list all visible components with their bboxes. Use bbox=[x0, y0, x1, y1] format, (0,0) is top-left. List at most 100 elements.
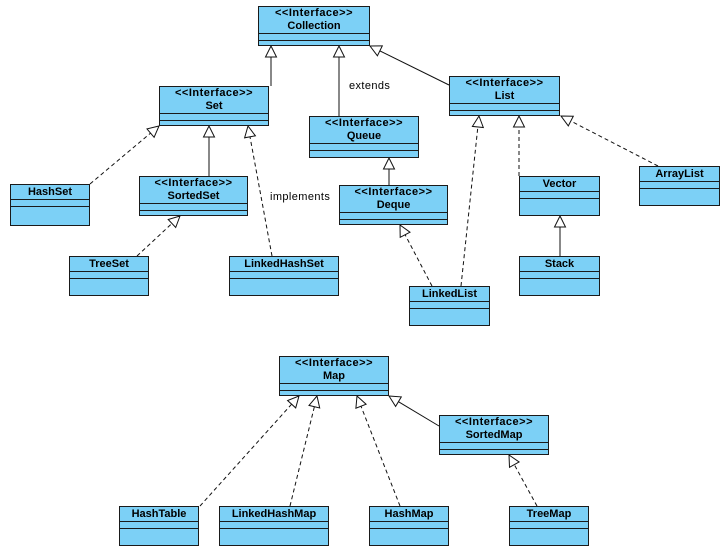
stack-name: Stack bbox=[544, 257, 575, 270]
arraylist-name: ArrayList bbox=[655, 167, 704, 180]
extends-label: extends bbox=[349, 80, 391, 92]
edge-linkedhashset-to-set bbox=[243, 124, 273, 257]
linkedhashset-header: LinkedHashSet bbox=[230, 257, 338, 272]
node-treeset[interactable]: TreeSet bbox=[69, 256, 149, 296]
edge-line bbox=[89, 132, 151, 185]
queue-attributes-compartment bbox=[310, 144, 418, 151]
node-queue[interactable]: <<Interface>>Queue bbox=[309, 116, 419, 158]
sortedmap-stereotype: <<Interface>> bbox=[454, 416, 534, 428]
node-vector[interactable]: Vector bbox=[519, 176, 600, 216]
implements-label: implements bbox=[270, 191, 331, 203]
edge-hashset-to-set bbox=[89, 125, 160, 185]
set-stereotype: <<Interface>> bbox=[174, 87, 254, 99]
deque-attributes-compartment bbox=[340, 213, 447, 220]
queue-stereotype: <<Interface>> bbox=[324, 117, 404, 129]
vector-attributes-compartment bbox=[520, 192, 599, 199]
deque-stereotype: <<Interface>> bbox=[354, 186, 433, 198]
edge-line bbox=[460, 126, 479, 287]
edge-line bbox=[398, 401, 440, 427]
edge-line bbox=[570, 120, 659, 167]
sortedset-name: SortedSet bbox=[167, 190, 220, 202]
stack-header: Stack bbox=[520, 257, 599, 272]
sortedset-header: <<Interface>>SortedSet bbox=[140, 177, 247, 204]
node-collection[interactable]: <<Interface>>Collection bbox=[258, 6, 370, 46]
edge-line bbox=[249, 136, 273, 257]
node-list[interactable]: <<Interface>>List bbox=[449, 76, 560, 116]
hashset-attributes-compartment bbox=[11, 200, 89, 207]
node-sortedmap[interactable]: <<Interface>>SortedMap bbox=[439, 415, 549, 455]
sortedmap-header: <<Interface>>SortedMap bbox=[440, 416, 548, 443]
arrowhead-icon bbox=[202, 124, 216, 138]
arrowhead-icon bbox=[332, 44, 346, 58]
edge-linkedlist-to-list bbox=[460, 114, 485, 287]
deque-header: <<Interface>>Deque bbox=[340, 186, 447, 213]
node-treemap[interactable]: TreeMap bbox=[509, 506, 589, 546]
stack-attributes-compartment bbox=[520, 272, 599, 279]
edge-line bbox=[360, 406, 401, 507]
edge-arraylist-to-list bbox=[559, 115, 659, 167]
linkedhashset-attributes-compartment bbox=[230, 272, 338, 279]
arraylist-attributes-compartment bbox=[640, 182, 719, 189]
edge-hashtable-to-map bbox=[199, 395, 300, 507]
linkedhashmap-header: LinkedHashMap bbox=[220, 507, 328, 522]
node-linkedlist[interactable]: LinkedList bbox=[409, 286, 490, 326]
edge-linkedhashmap-to-map bbox=[289, 394, 321, 507]
node-sortedset[interactable]: <<Interface>>SortedSet bbox=[139, 176, 248, 216]
collection-header: <<Interface>>Collection bbox=[259, 7, 369, 34]
hashset-name: HashSet bbox=[27, 185, 73, 198]
hashtable-name: HashTable bbox=[131, 507, 187, 520]
node-arraylist[interactable]: ArrayList bbox=[639, 166, 720, 206]
treeset-header: TreeSet bbox=[70, 257, 148, 272]
hashtable-attributes-compartment bbox=[120, 522, 198, 529]
arrowhead-icon bbox=[355, 394, 368, 409]
set-name: Set bbox=[205, 100, 223, 112]
deque-name: Deque bbox=[376, 199, 411, 211]
edge-stack-to-vector bbox=[553, 214, 567, 256]
edge-line bbox=[199, 403, 293, 507]
arrowhead-icon bbox=[243, 124, 257, 139]
arrowhead-icon bbox=[512, 114, 526, 128]
edge-line bbox=[513, 464, 538, 507]
collection-name: Collection bbox=[287, 20, 341, 32]
sortedset-stereotype: <<Interface>> bbox=[154, 177, 233, 189]
node-stack[interactable]: Stack bbox=[519, 256, 600, 296]
treemap-name: TreeMap bbox=[526, 507, 572, 520]
node-deque[interactable]: <<Interface>>Deque bbox=[339, 185, 448, 225]
edge-list-to-collection bbox=[369, 45, 450, 86]
node-map[interactable]: <<Interface>>Map bbox=[279, 356, 389, 396]
arrowhead-icon bbox=[264, 44, 278, 58]
edge-vector-to-list bbox=[512, 114, 526, 176]
node-hashmap[interactable]: HashMap bbox=[369, 506, 449, 546]
node-hashset[interactable]: HashSet bbox=[10, 184, 90, 226]
hashtable-header: HashTable bbox=[120, 507, 198, 522]
hashmap-header: HashMap bbox=[370, 507, 448, 522]
arrowhead-icon bbox=[369, 45, 384, 57]
sortedmap-name: SortedMap bbox=[465, 429, 523, 441]
arrowhead-icon bbox=[508, 454, 521, 469]
edge-line bbox=[136, 223, 173, 257]
vector-header: Vector bbox=[520, 177, 599, 192]
list-name: List bbox=[494, 90, 515, 102]
edge-sortedmap-to-map bbox=[388, 395, 440, 427]
node-hashtable[interactable]: HashTable bbox=[119, 506, 199, 546]
arrowhead-icon bbox=[146, 125, 160, 139]
arraylist-header: ArrayList bbox=[640, 167, 719, 182]
treemap-attributes-compartment bbox=[510, 522, 588, 529]
node-linkedhashset[interactable]: LinkedHashSet bbox=[229, 256, 339, 296]
linkedlist-name: LinkedList bbox=[421, 287, 477, 300]
arrowhead-icon bbox=[399, 224, 411, 239]
sortedset-attributes-compartment bbox=[140, 204, 247, 211]
collection-stereotype: <<Interface>> bbox=[274, 7, 354, 19]
node-set[interactable]: <<Interface>>Set bbox=[159, 86, 269, 126]
hashmap-attributes-compartment bbox=[370, 522, 448, 529]
map-attributes-compartment bbox=[280, 384, 388, 391]
map-stereotype: <<Interface>> bbox=[294, 357, 374, 369]
arrowhead-icon bbox=[471, 114, 485, 129]
node-linkedhashmap[interactable]: LinkedHashMap bbox=[219, 506, 329, 546]
edge-queue-to-collection bbox=[332, 44, 346, 116]
edge-line bbox=[379, 50, 450, 86]
edge-linkedlist-to-deque bbox=[399, 224, 433, 287]
list-attributes-compartment bbox=[450, 104, 559, 111]
